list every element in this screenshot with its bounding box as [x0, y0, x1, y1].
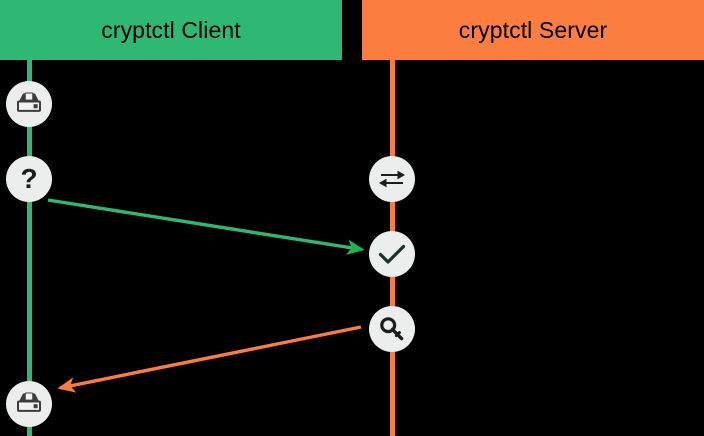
event-node-client-disk-top[interactable]: [6, 81, 52, 127]
event-node-server-key[interactable]: [369, 306, 415, 352]
event-node-client-question[interactable]: ?: [6, 156, 52, 202]
participant-title-client: cryptctl Client: [101, 16, 241, 43]
exchange-arrows-icon: [378, 168, 406, 190]
hard-disk-icon: [16, 92, 42, 116]
participant-title-server: cryptctl Server: [458, 16, 608, 43]
check-mark-icon: [378, 243, 406, 265]
participant-header-server[interactable]: cryptctl Server: [362, 0, 704, 60]
message-arrow-response: [57, 325, 362, 393]
question-mark-icon: ?: [20, 163, 38, 194]
lifeline-client: [27, 60, 32, 436]
event-node-client-disk-bottom[interactable]: [6, 381, 52, 427]
hard-disk-icon: [16, 392, 42, 416]
event-node-server-exchange[interactable]: [369, 156, 415, 202]
key-icon: [379, 316, 405, 342]
participant-header-client[interactable]: cryptctl Client: [0, 0, 342, 60]
event-node-server-check[interactable]: [369, 231, 415, 277]
message-arrow-request: [47, 198, 365, 255]
